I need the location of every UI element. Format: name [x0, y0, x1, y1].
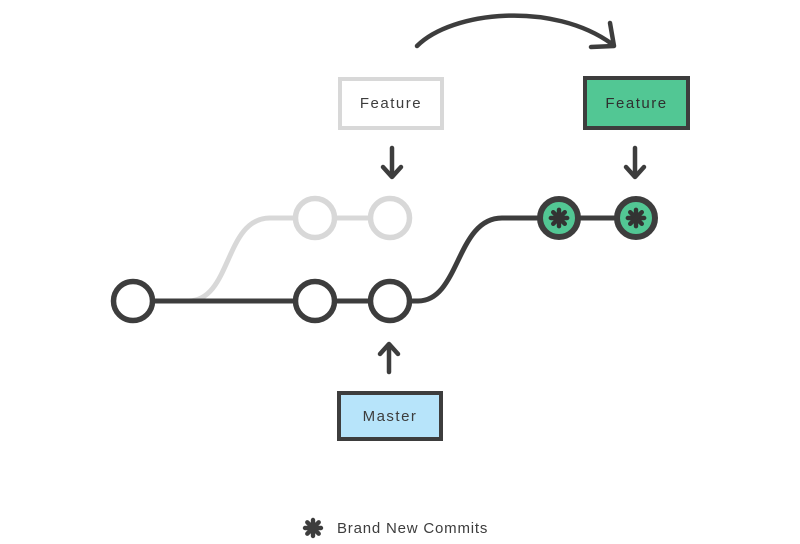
burst-asterisk-icon [551, 210, 567, 226]
feature-branch-box-new: Feature [583, 76, 690, 130]
master-commit-circle-3 [367, 278, 413, 324]
up-arrow-master-icon [377, 341, 401, 375]
old-commit-circle-2 [367, 195, 413, 241]
feature-branch-label-old: Feature [359, 95, 423, 112]
master-branch-line [133, 215, 636, 304]
burst-asterisk-icon [302, 517, 324, 539]
rebase-arc-arrowhead-icon [588, 20, 617, 50]
old-commit-circle-1 [292, 195, 338, 241]
master-branch-box: Master [337, 391, 443, 441]
down-arrow-old-feature-icon [380, 145, 404, 180]
master-commit-circle-1 [110, 278, 156, 324]
old-feature-branch-line [187, 215, 390, 304]
legend: Brand New Commits [302, 517, 488, 539]
master-commit-circle-2 [292, 278, 338, 324]
feature-branch-label-new: Feature [605, 94, 668, 112]
burst-asterisk-icon [628, 210, 644, 226]
legend-label: Brand New Commits [337, 519, 489, 537]
master-branch-label: Master [362, 407, 418, 425]
down-arrow-new-feature-icon [623, 145, 647, 180]
rebase-arc-arrow [414, 13, 615, 49]
feature-branch-box-old: Feature [338, 77, 444, 130]
